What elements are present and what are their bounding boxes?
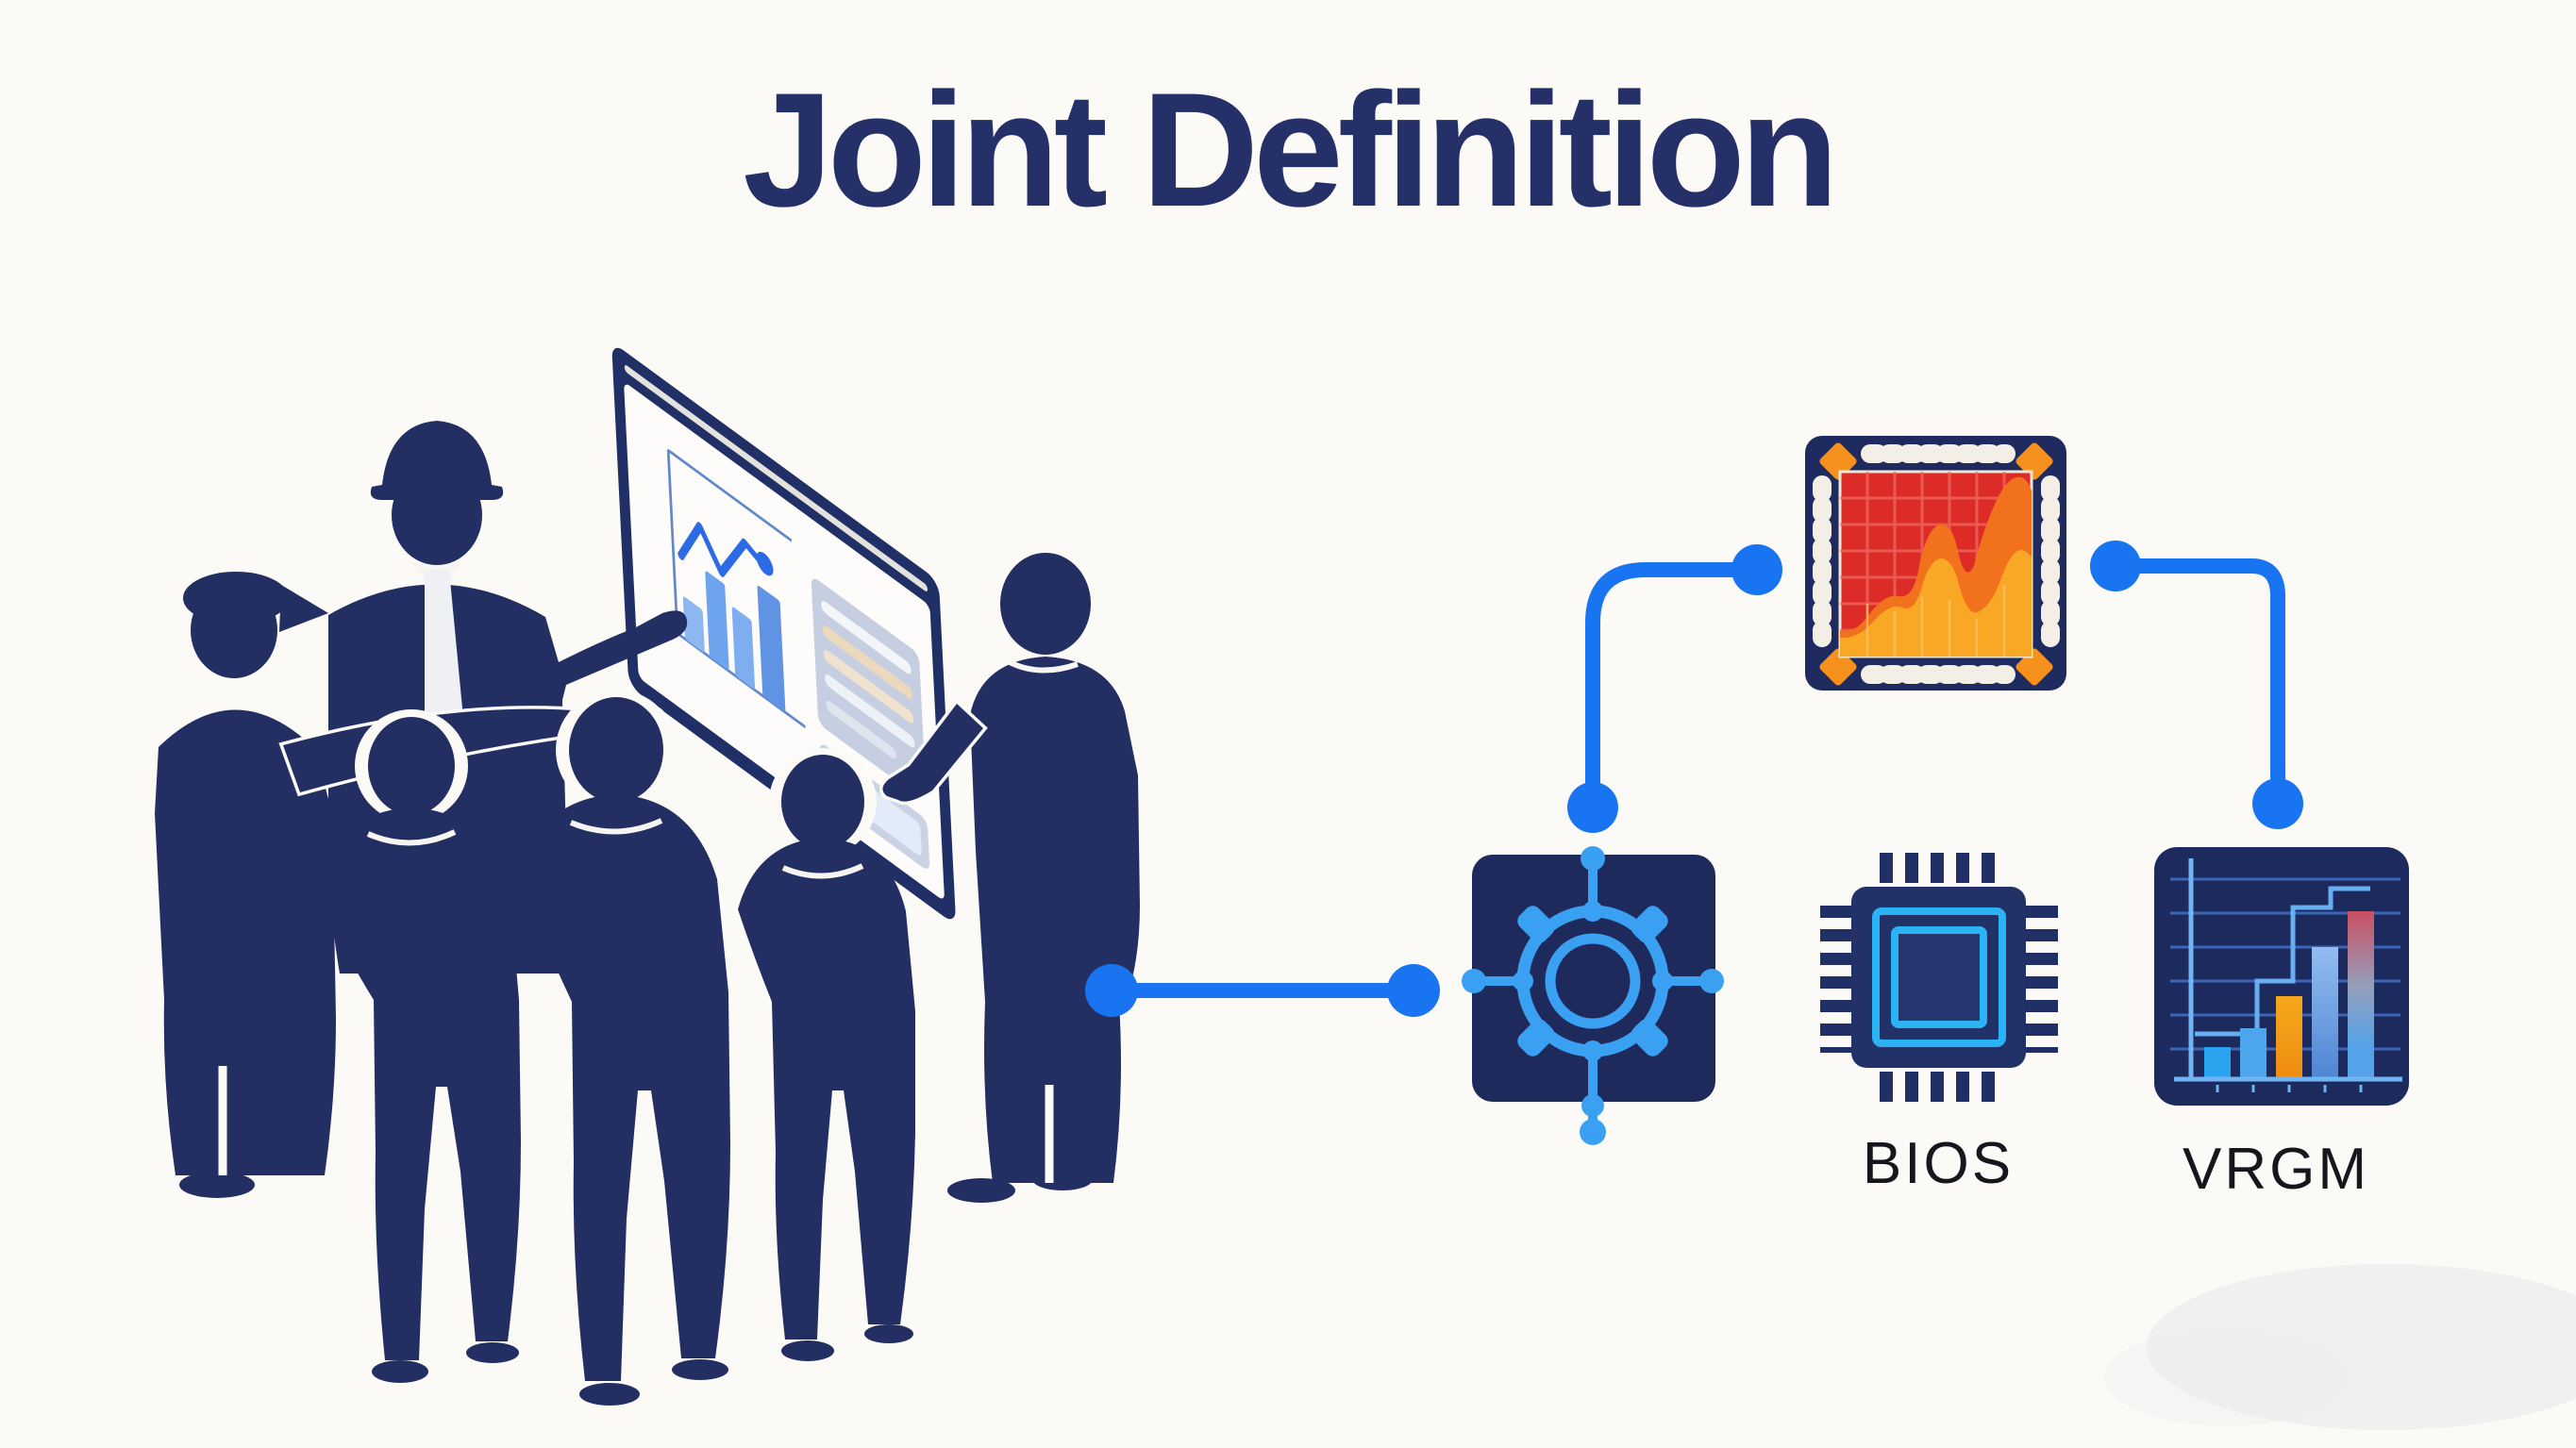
back-center-collar [569, 818, 663, 835]
back-right-body [738, 838, 915, 1340]
back-left-body [317, 807, 521, 1360]
bios-chip-pins [1820, 853, 2058, 1102]
vrgm-ticks [2216, 1085, 2363, 1092]
vrgm-bars [2204, 911, 2374, 1079]
left-man-foot-2 [209, 1120, 266, 1140]
back-center-head [569, 697, 663, 803]
page-title: Joint Definition [743, 59, 1833, 241]
bios-chip-icon: BIOS [1820, 853, 2058, 1196]
presenter-hard-hat-icon [370, 421, 504, 500]
board-bar-chart [682, 571, 786, 712]
connector-dot [2090, 541, 2141, 591]
right-man-foot-2 [1032, 1168, 1093, 1190]
background-smudge [2147, 1264, 2576, 1430]
left-man-cap-icon [183, 572, 289, 624]
back-right-foot [781, 1340, 834, 1361]
right-man-head [1000, 553, 1091, 655]
connector-dot [1387, 964, 1440, 1017]
right-man-collar [1008, 659, 1079, 674]
gear-inner-ring [1545, 933, 1641, 1029]
connector-dot [1731, 544, 1782, 595]
connector-dot [2252, 778, 2303, 829]
vrgm-step-line [2195, 886, 2370, 1037]
person-back-center [517, 690, 730, 1406]
left-man-torso [155, 709, 336, 1175]
back-left-collar [366, 829, 457, 846]
board-line-chart-dot [756, 551, 774, 576]
gear-outer-ring [1516, 905, 1669, 1057]
left-man-foot [179, 1172, 255, 1198]
gear-hub-icon [1462, 846, 1724, 1145]
back-center-foot [579, 1383, 640, 1406]
background-smudge-2 [2104, 1328, 2350, 1426]
right-man-pointing-arm [879, 698, 988, 806]
person-back-right [738, 748, 915, 1361]
connector-lines [1104, 558, 2285, 998]
back-left-head [368, 717, 455, 815]
board-frame-highlight [624, 365, 928, 591]
right-man-foot [947, 1178, 1015, 1203]
vrgm-axes [2174, 858, 2402, 1082]
heatmap-grid-over-wave [1865, 585, 2006, 657]
bios-chip-core [1891, 926, 1987, 1028]
back-right-foot-2 [864, 1324, 913, 1343]
person-right-pointing [879, 553, 1140, 1203]
vrgm-label: VRGM [2183, 1137, 2369, 1202]
heatmap-pin-dashes [1813, 444, 2060, 684]
connector-dot [1085, 964, 1138, 1017]
team-presentation-scene [155, 347, 1140, 1406]
back-center-foot-2 [672, 1359, 728, 1380]
back-left-foot-2 [466, 1342, 519, 1363]
left-man-cap-brim [279, 585, 328, 632]
connector-heatmap-chip-to-vrgm [2108, 558, 2285, 807]
person-back-left [317, 709, 521, 1383]
back-right-head [781, 755, 864, 849]
bios-chip-inner-frame [1872, 907, 2006, 1047]
connector-dots [1085, 541, 2303, 1017]
connector-hub-to-heatmap-chip [1585, 562, 1761, 811]
board-line-chart [677, 522, 767, 577]
back-right-collar [781, 863, 864, 879]
connector-dot [1567, 782, 1618, 833]
chip-heatmap-icon [1805, 436, 2066, 691]
right-man-torso [970, 657, 1140, 1183]
vrgm-chart-icon: VRGM [2154, 847, 2409, 1202]
heatmap-wave-yellow [1840, 550, 2032, 657]
back-left-foot [372, 1360, 428, 1383]
back-center-body [517, 794, 730, 1381]
presenter-tie [425, 570, 464, 749]
board-text-panel [811, 578, 927, 799]
bios-label: BIOS [1863, 1131, 2014, 1196]
